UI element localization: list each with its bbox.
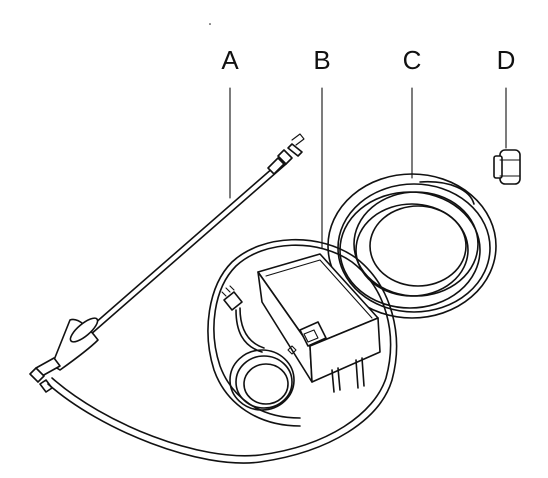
power-cable — [221, 285, 295, 411]
drip-spike-assembly — [29, 133, 305, 393]
label-d: D — [497, 45, 516, 75]
label-c: C — [403, 45, 422, 75]
label-a: A — [221, 45, 239, 75]
coiled-tubing — [327, 173, 497, 319]
label-b: B — [313, 45, 330, 75]
pump-unit — [257, 253, 381, 393]
stray-mark — [209, 23, 211, 25]
cap-part — [493, 149, 521, 185]
supply-tubing — [47, 238, 398, 464]
